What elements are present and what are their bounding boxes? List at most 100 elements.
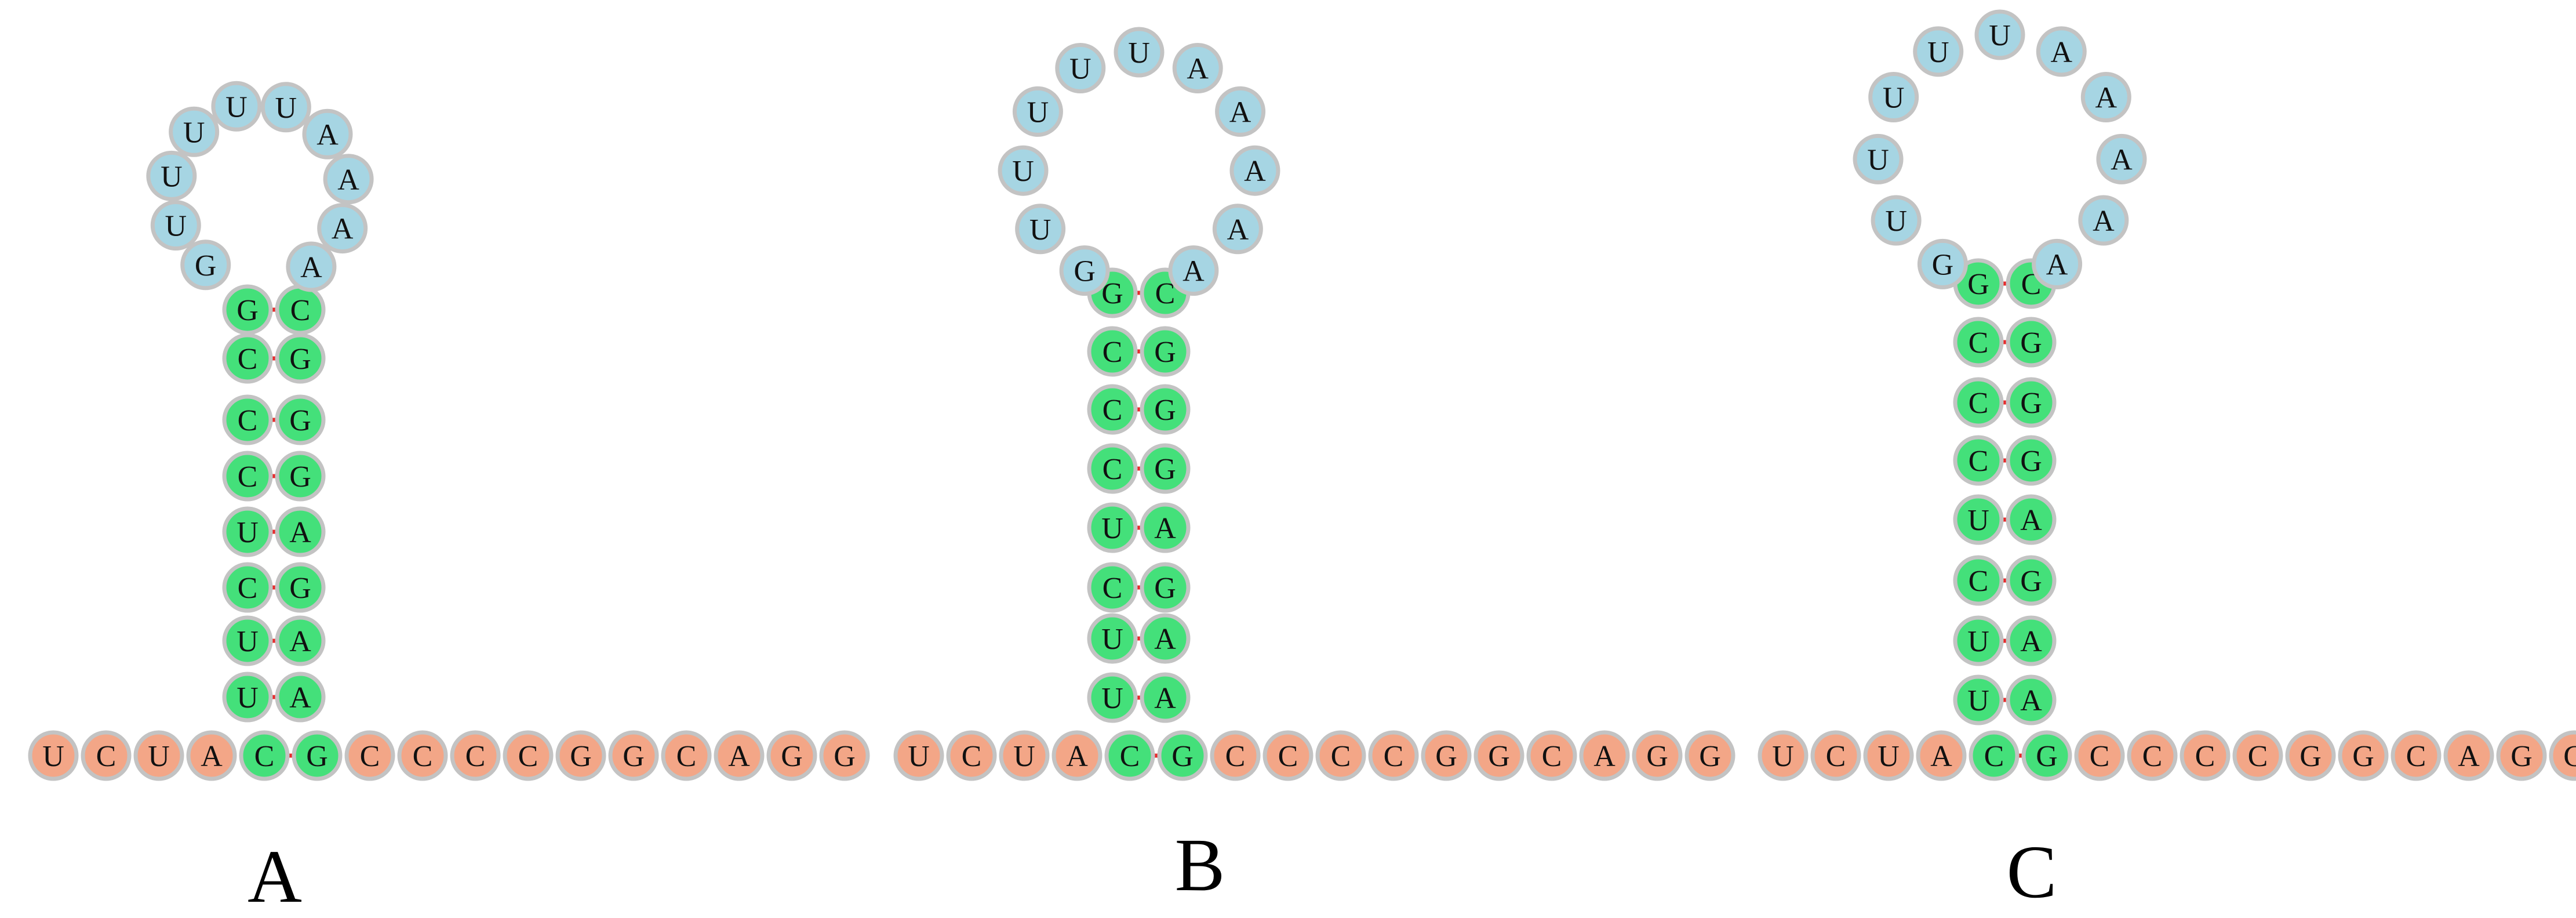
nucleotide-letter: C [1225, 740, 1246, 773]
stem-nucleotide: U [222, 615, 273, 666]
nucleotide-letter: G [623, 740, 645, 773]
nucleotide-circle [766, 730, 817, 781]
nucleotide-circle [1953, 674, 2004, 725]
nucleotide-circle [2127, 730, 2178, 781]
loop-nucleotide: G [1917, 238, 1968, 289]
nucleotide-letter: G [781, 740, 803, 773]
nucleotide-letter: G [237, 294, 259, 327]
stem-nucleotide: C [275, 284, 326, 335]
nucleotide-circle [1473, 730, 1525, 781]
nucleotide-letter: U [183, 116, 205, 149]
nucleotide-circle [1215, 86, 1266, 137]
tail-nucleotide: G [555, 730, 606, 781]
nucleotide-circle [222, 451, 273, 502]
nucleotide-circle [222, 333, 273, 384]
tail-nucleotide: A [1051, 730, 1103, 781]
tail-nucleotide: G [1684, 730, 1735, 781]
stem-nucleotide: G [275, 333, 326, 384]
nucleotide-letter: C [1331, 740, 1351, 773]
loop-nucleotide: G [1059, 245, 1110, 296]
nucleotide-circle [222, 506, 273, 557]
stem-nucleotide: C [1953, 555, 2004, 606]
nucleotide-letter: G [289, 460, 311, 494]
nucleotide-circle [1087, 384, 1138, 435]
nucleotide-letter: C [1969, 326, 1989, 360]
nucleotide-letter: A [289, 625, 311, 658]
loop-nucleotide: U [146, 150, 197, 201]
nucleotide-circle [2006, 615, 2057, 666]
nucleotide-circle [503, 730, 554, 781]
nucleotide-letter: U [237, 625, 259, 658]
nucleotide-letter: U [1069, 52, 1091, 85]
tail-nucleotide: U [133, 730, 184, 781]
nucleotide-circle [2036, 26, 2087, 77]
nucleotide-circle [275, 562, 326, 613]
stem-nucleotide: U [1953, 674, 2004, 725]
nucleotide-letter: U [1967, 504, 1989, 537]
loop-nucleotide: U [1055, 42, 1106, 93]
nucleotide-circle [222, 615, 273, 666]
panel-label: C [2007, 830, 2057, 914]
nucleotide-circle [292, 730, 343, 781]
tail-nucleotide: U [1863, 730, 1914, 781]
stem-nucleotide: G [1140, 326, 1191, 377]
nucleotide-circle [714, 730, 765, 781]
nucleotide-letter: C [1278, 740, 1298, 773]
nucleotide-circle [1953, 555, 2004, 606]
nucleotide-circle [1104, 730, 1155, 781]
nucleotide-letter: C [1542, 740, 1562, 773]
nucleotide-circle [1055, 42, 1106, 93]
nucleotide-letter: U [1967, 625, 1989, 658]
nucleotide-letter: G [834, 740, 856, 773]
stem-nucleotide: C [222, 562, 273, 613]
nucleotide-letter: C [1103, 453, 1123, 486]
loop-nucleotide: A [1172, 42, 1223, 93]
stem-nucleotide: A [275, 506, 326, 557]
tail-nucleotide: U [893, 730, 944, 781]
nucleotide-circle [344, 730, 395, 781]
nucleotide-circle [1758, 730, 1809, 781]
tail-nucleotide: C [503, 730, 554, 781]
nucleotide-letter: A [2095, 82, 2117, 115]
nucleotide-letter: U [148, 740, 170, 773]
nucleotide-letter: U [225, 90, 248, 124]
nucleotide-circle [1632, 730, 1683, 781]
nucleotide-letter: U [1989, 19, 2011, 52]
loop-nucleotide: U [998, 145, 1049, 196]
tail-nucleotide: C [397, 730, 448, 781]
nucleotide-circle [1969, 730, 2020, 781]
nucleotide-circle [186, 730, 237, 781]
nucleotide-circle [275, 672, 326, 723]
nucleotide-letter: G [289, 343, 311, 376]
stem-nucleotide: A [275, 672, 326, 723]
nucleotide-circle [1810, 730, 1861, 781]
nucleotide-letter: A [337, 164, 359, 197]
stem-nucleotide: C [239, 730, 290, 781]
stem-nucleotide: C [1087, 562, 1138, 613]
nucleotide-letter: C [254, 740, 275, 773]
nucleotide-letter: A [2020, 684, 2042, 717]
nucleotide-circle [1916, 730, 1967, 781]
tail-nucleotide: C [1526, 730, 1577, 781]
nucleotide-letter: U [1101, 682, 1123, 715]
nucleotide-circle [397, 730, 448, 781]
nucleotide-letter: G [2510, 740, 2533, 773]
nucleotide-letter: U [1927, 36, 1949, 69]
tail-nucleotide: A [1579, 730, 1630, 781]
nucleotide-letter: U [1101, 512, 1123, 545]
nucleotide-circle [1953, 377, 2004, 428]
tail-nucleotide: G [819, 730, 870, 781]
nucleotide-letter: U [908, 740, 930, 773]
nucleotide-circle [1871, 195, 1922, 246]
nucleotide-letter: C [1120, 740, 1140, 773]
nucleotide-letter: U [161, 160, 183, 193]
nucleotide-letter: C [238, 460, 258, 494]
nucleotide-circle [1140, 613, 1191, 664]
nucleotide-letter: A [289, 516, 311, 549]
nucleotide-circle [1229, 145, 1280, 196]
stem-nucleotide: G [275, 562, 326, 613]
nucleotide-letter: A [728, 740, 750, 773]
nucleotide-circle [1953, 615, 2004, 666]
nucleotide-circle [275, 615, 326, 666]
